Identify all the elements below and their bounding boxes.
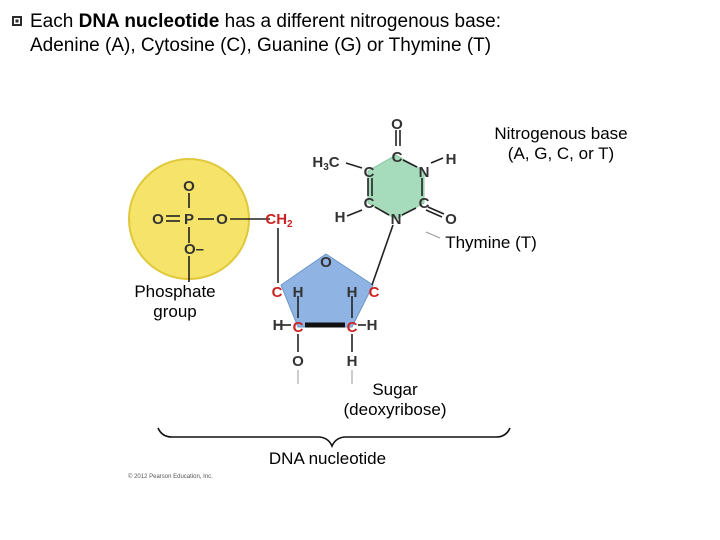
sugar-h-right: H [347, 284, 358, 301]
phosphate-o-minus: O– [184, 241, 204, 258]
nitrogenous-base-label: Nitrogenous base (A, G, C, or T) [494, 124, 628, 163]
base-o-right: O [445, 211, 457, 228]
base-n-right: N [419, 164, 430, 181]
base-c-lower-right: C [419, 195, 430, 212]
base-c-lower-left: C [364, 195, 375, 212]
h3c-label: H3C [312, 154, 339, 173]
thymine-label: Thymine (T) [445, 233, 537, 252]
base-n-bottom: N [391, 211, 402, 228]
base-c-top: C [392, 149, 403, 166]
sugar-c-right: C [369, 284, 380, 301]
base-h-left: H [335, 209, 346, 226]
phosphate-p: P [184, 211, 194, 228]
callout-lines [297, 231, 441, 384]
bullet-line1-rest: has a different nitrogenous base: [219, 11, 502, 32]
phosphate-group-label: Phosphate group [134, 282, 216, 321]
sugar-c-lower-left: C [293, 319, 304, 336]
phosphate-o-top: O [183, 178, 195, 195]
sugar-h-lower-left: H [273, 317, 284, 334]
sugar-o-bottom: O [292, 353, 304, 370]
base-c-left: C [364, 164, 375, 181]
sugar-c-lower-right: C [347, 319, 358, 336]
ch2-label: CH2 [265, 211, 293, 230]
base-hexagon [367, 154, 425, 220]
sugar-c-left: C [272, 284, 283, 301]
sugar-h-left: H [293, 284, 304, 301]
bullet-text: Each DNA nucleotide has a different nitr… [12, 10, 710, 58]
base-h-right: H [446, 151, 457, 168]
copyright-text: © 2012 Pearson Education, Inc. [128, 474, 213, 480]
base-o-top: O [391, 116, 403, 133]
bullet-prefix: Each [30, 11, 79, 32]
bullet-bold: DNA nucleotide [78, 11, 220, 32]
dna-nucleotide-label: DNA nucleotide [268, 449, 387, 468]
phosphate-o-left: O [152, 211, 164, 228]
sugar-h-far-right: H [367, 317, 378, 334]
bullet-square-icon [12, 16, 22, 26]
bonds [166, 130, 445, 352]
sugar-o: O [320, 254, 332, 271]
sugar-h-bottom: H [347, 353, 358, 370]
nucleotide-brace [157, 427, 511, 448]
sugar-label: Sugar (deoxyribose) [343, 380, 447, 419]
phosphate-o-right: O [216, 211, 228, 228]
bullet-line2: Adenine (A), Cytosine (C), Guanine (G) o… [30, 35, 492, 56]
